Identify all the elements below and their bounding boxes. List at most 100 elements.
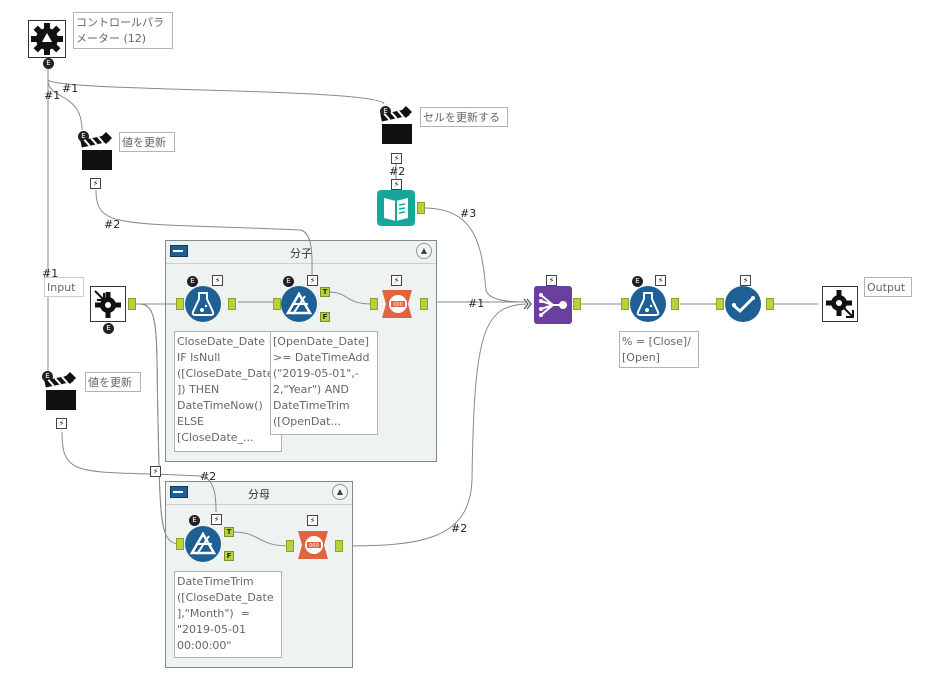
annotation-update-cell: セルを更新する — [420, 107, 508, 127]
question-anchor-icon[interactable]: E — [380, 106, 391, 117]
input-anchor[interactable] — [273, 298, 281, 310]
bolt-icon[interactable]: ⚡ — [391, 179, 402, 190]
collapse-icon[interactable]: ▲ — [416, 243, 432, 259]
chevrons-icon — [523, 298, 532, 310]
output-anchor[interactable] — [228, 298, 236, 310]
connection-label: #1 — [468, 297, 485, 310]
question-anchor-icon[interactable]: E — [43, 58, 54, 69]
update-value-tool[interactable] — [80, 130, 114, 174]
clapperboard-icon — [44, 372, 76, 410]
collapse-icon[interactable]: ▲ — [332, 484, 348, 500]
book-icon — [384, 198, 408, 221]
flask-icon — [636, 292, 660, 316]
wire-text-to-union — [423, 207, 527, 303]
container-icon — [170, 245, 188, 257]
question-anchor-icon[interactable]: E — [189, 515, 200, 526]
multi-input-anchor[interactable] — [523, 298, 533, 310]
formula-tool[interactable] — [185, 286, 221, 322]
annotation-formula-1: CloseDate_Date = IF IsNull ([CloseDate_D… — [174, 331, 282, 452]
input-anchor[interactable] — [621, 298, 629, 310]
macro-input-icon — [94, 290, 121, 318]
flask-icon — [191, 292, 215, 316]
connection-label: #2 — [104, 218, 121, 231]
bolt-icon[interactable]: ⚡ — [56, 418, 67, 429]
gear-icon — [31, 23, 63, 55]
true-anchor[interactable]: T — [224, 527, 234, 537]
input-anchor[interactable] — [716, 298, 724, 310]
bolt-icon[interactable]: ⚡ — [391, 275, 402, 286]
summarize-tool[interactable]: 000 — [378, 286, 416, 322]
container-title: 分子 — [290, 247, 312, 260]
summarize-icon: 000 — [298, 531, 328, 559]
union-icon — [539, 293, 567, 317]
false-anchor[interactable]: F — [320, 312, 330, 322]
bolt-icon[interactable]: ⚡ — [546, 275, 557, 286]
question-anchor-icon[interactable]: E — [42, 371, 53, 382]
bolt-icon[interactable]: ⚡ — [391, 153, 402, 164]
bolt-icon[interactable]: ⚡ — [212, 275, 223, 286]
update-value-tool[interactable] — [44, 370, 78, 414]
filter-tool[interactable] — [281, 286, 317, 322]
filter-triangle-icon — [285, 291, 313, 315]
bolt-icon[interactable]: ⚡ — [90, 178, 101, 189]
wire-control-to-update-value-1 — [47, 79, 83, 131]
connection-label: #3 — [460, 207, 477, 220]
bolt-icon[interactable]: ⚡ — [655, 275, 666, 286]
update-cell-tool[interactable] — [380, 104, 414, 148]
summarize-icon: 000 — [382, 290, 412, 318]
bolt-icon[interactable]: ⚡ — [740, 275, 751, 286]
macro-output-tool[interactable] — [822, 286, 858, 322]
annotation-formula-2: % = [Close]/ [Open] — [619, 331, 699, 368]
formula-tool[interactable] — [630, 286, 666, 322]
annotation-filter-2: DateTimeTrim ([CloseDate_Date ],"Month")… — [174, 571, 282, 658]
annotation-filter-1: [OpenDate_Date] >= DateTimeAdd ("2019-05… — [270, 331, 378, 435]
control-parameter-tool[interactable] — [28, 20, 66, 58]
output-anchor[interactable] — [573, 298, 581, 310]
connection-label: #2 — [389, 165, 406, 178]
question-anchor-icon[interactable]: E — [632, 276, 643, 287]
annotation-update-value-1: 値を更新 — [119, 132, 175, 152]
output-anchor[interactable] — [335, 540, 343, 552]
filter-triangle-icon — [189, 531, 217, 555]
wire-control-to-update-cell — [47, 79, 385, 105]
summarize-tool[interactable]: 000 — [294, 527, 332, 563]
false-anchor[interactable]: F — [224, 551, 234, 561]
output-anchor[interactable] — [766, 298, 774, 310]
question-anchor-icon[interactable]: E — [103, 323, 114, 334]
input-anchor[interactable] — [370, 298, 378, 310]
select-tool[interactable] — [725, 286, 761, 322]
input-anchor[interactable] — [286, 540, 294, 552]
annotation-update-value-2: 値を更新 — [85, 372, 141, 392]
bolt-icon[interactable]: ⚡ — [307, 515, 318, 526]
output-anchor[interactable] — [420, 298, 428, 310]
question-anchor-icon[interactable]: E — [78, 131, 89, 142]
svg-text:000: 000 — [309, 543, 319, 549]
connection-label: #1 — [62, 82, 79, 95]
connection-label: #2 — [451, 522, 468, 535]
container-header: 分子 ▲ — [166, 241, 436, 264]
filter-tool[interactable] — [185, 526, 221, 562]
question-anchor-icon[interactable]: E — [187, 276, 198, 287]
clapperboard-icon — [80, 132, 112, 170]
input-anchor[interactable] — [176, 298, 184, 310]
connection-label: #1 — [42, 267, 59, 280]
output-anchor[interactable] — [128, 298, 136, 310]
macro-output-icon — [826, 290, 854, 318]
output-anchor[interactable] — [417, 202, 425, 214]
svg-text:000: 000 — [393, 302, 403, 308]
text-input-tool[interactable] — [377, 190, 415, 226]
connection-label: #1 — [44, 89, 61, 102]
bolt-icon[interactable]: ⚡ — [307, 275, 318, 286]
annotation-control-params: コントロールパラ メーター (12) — [73, 12, 173, 49]
checkmark-icon — [732, 296, 755, 314]
bolt-icon[interactable]: ⚡ — [150, 466, 161, 477]
container-title: 分母 — [248, 488, 270, 501]
union-tool[interactable] — [534, 286, 572, 324]
bolt-icon[interactable]: ⚡ — [211, 514, 222, 525]
input-anchor[interactable] — [176, 538, 184, 550]
true-anchor[interactable]: T — [320, 287, 330, 297]
question-anchor-icon[interactable]: E — [283, 276, 294, 287]
macro-input-tool[interactable] — [90, 286, 126, 322]
output-anchor[interactable] — [671, 298, 679, 310]
